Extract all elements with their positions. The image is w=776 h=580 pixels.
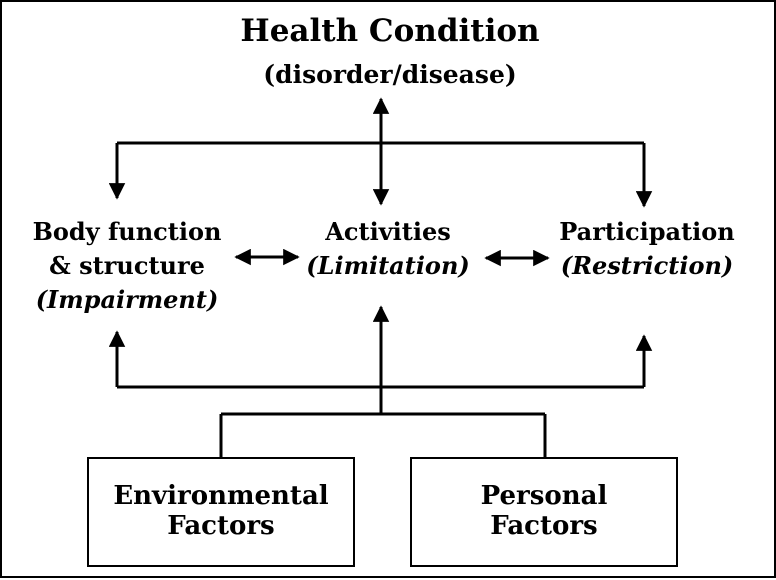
health-condition-subtitle: (disorder/disease) — [263, 60, 517, 89]
activities-label: Activities — [325, 217, 451, 246]
environmental-factors-label: Environmental Factors — [113, 481, 329, 541]
limitation-label: (Limitation) — [306, 251, 470, 280]
personal-factors-label: Personal Factors — [480, 481, 608, 541]
activities-node: Activities (Limitation) — [288, 220, 488, 288]
environmental-factors-box: Environmental Factors — [87, 457, 355, 567]
personal-factors-box: Personal Factors — [410, 457, 678, 567]
restriction-label: (Restriction) — [560, 251, 734, 280]
health-condition-title: Health Condition — [240, 13, 540, 49]
body-function-label: Body function — [32, 217, 222, 246]
participation-label: Participation — [559, 217, 735, 246]
participation-node: Participation (Restriction) — [542, 220, 752, 288]
impairment-label: (Impairment) — [35, 285, 219, 314]
body-function-node: Body function & structure (Impairment) — [12, 220, 242, 322]
body-structure-label: & structure — [49, 251, 205, 280]
